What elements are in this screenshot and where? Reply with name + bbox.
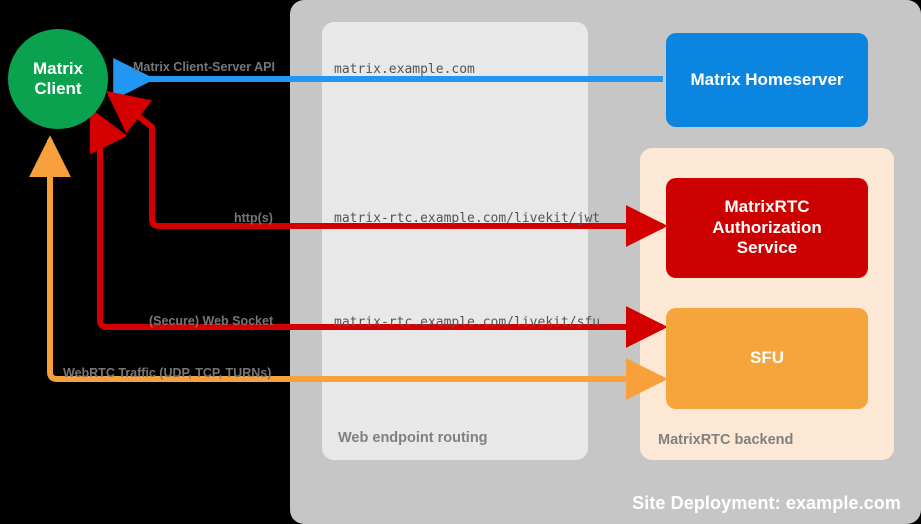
edge-label-secure-websocket: (Secure) Web Socket [149, 314, 274, 328]
edge-label-webrtc-traffic: WebRTC Traffic (UDP, TCP, TURNs) [63, 366, 272, 380]
web-endpoint-routing-container: Web endpoint routing [322, 22, 588, 460]
matrix-homeserver-label: Matrix Homeserver [690, 69, 844, 89]
node-matrixrtc-authorization-service[interactable]: MatrixRTC Authorization Service [666, 178, 868, 278]
matrixrtc-backend-title: MatrixRTC backend [658, 432, 794, 448]
auth-service-label-line2: Authorization [712, 217, 822, 237]
endpoint-url-livekit-jwt: matrix-rtc.example.com/livekit/jwt [334, 211, 601, 226]
edge-secure-websocket [89, 107, 663, 330]
web-endpoint-routing-title: Web endpoint routing [338, 430, 488, 446]
node-sfu[interactable]: SFU [666, 308, 868, 409]
matrix-client-label-line2: Client [34, 79, 82, 98]
edge-http-jwt [106, 91, 663, 229]
edge-webrtc-traffic [28, 135, 668, 400]
endpoint-url-livekit-sfu: matrix-rtc.example.com/livekit/sfu [334, 315, 601, 330]
site-deployment-title: Site Deployment: example.com [632, 493, 901, 513]
node-matrix-client[interactable]: Matrix Client [8, 29, 108, 129]
sfu-label: SFU [750, 348, 784, 368]
edge-label-http: http(s) [234, 211, 273, 225]
auth-service-label-line3: Service [736, 238, 798, 258]
endpoint-url-matrix: matrix.example.com [334, 62, 475, 77]
edge-label-client-server-api: Matrix Client-Server API [133, 60, 275, 74]
auth-service-label-line1: MatrixRTC [724, 197, 810, 217]
matrix-client-label-line1: Matrix [32, 58, 84, 78]
node-matrix-homeserver[interactable]: Matrix Homeserver [666, 33, 868, 127]
